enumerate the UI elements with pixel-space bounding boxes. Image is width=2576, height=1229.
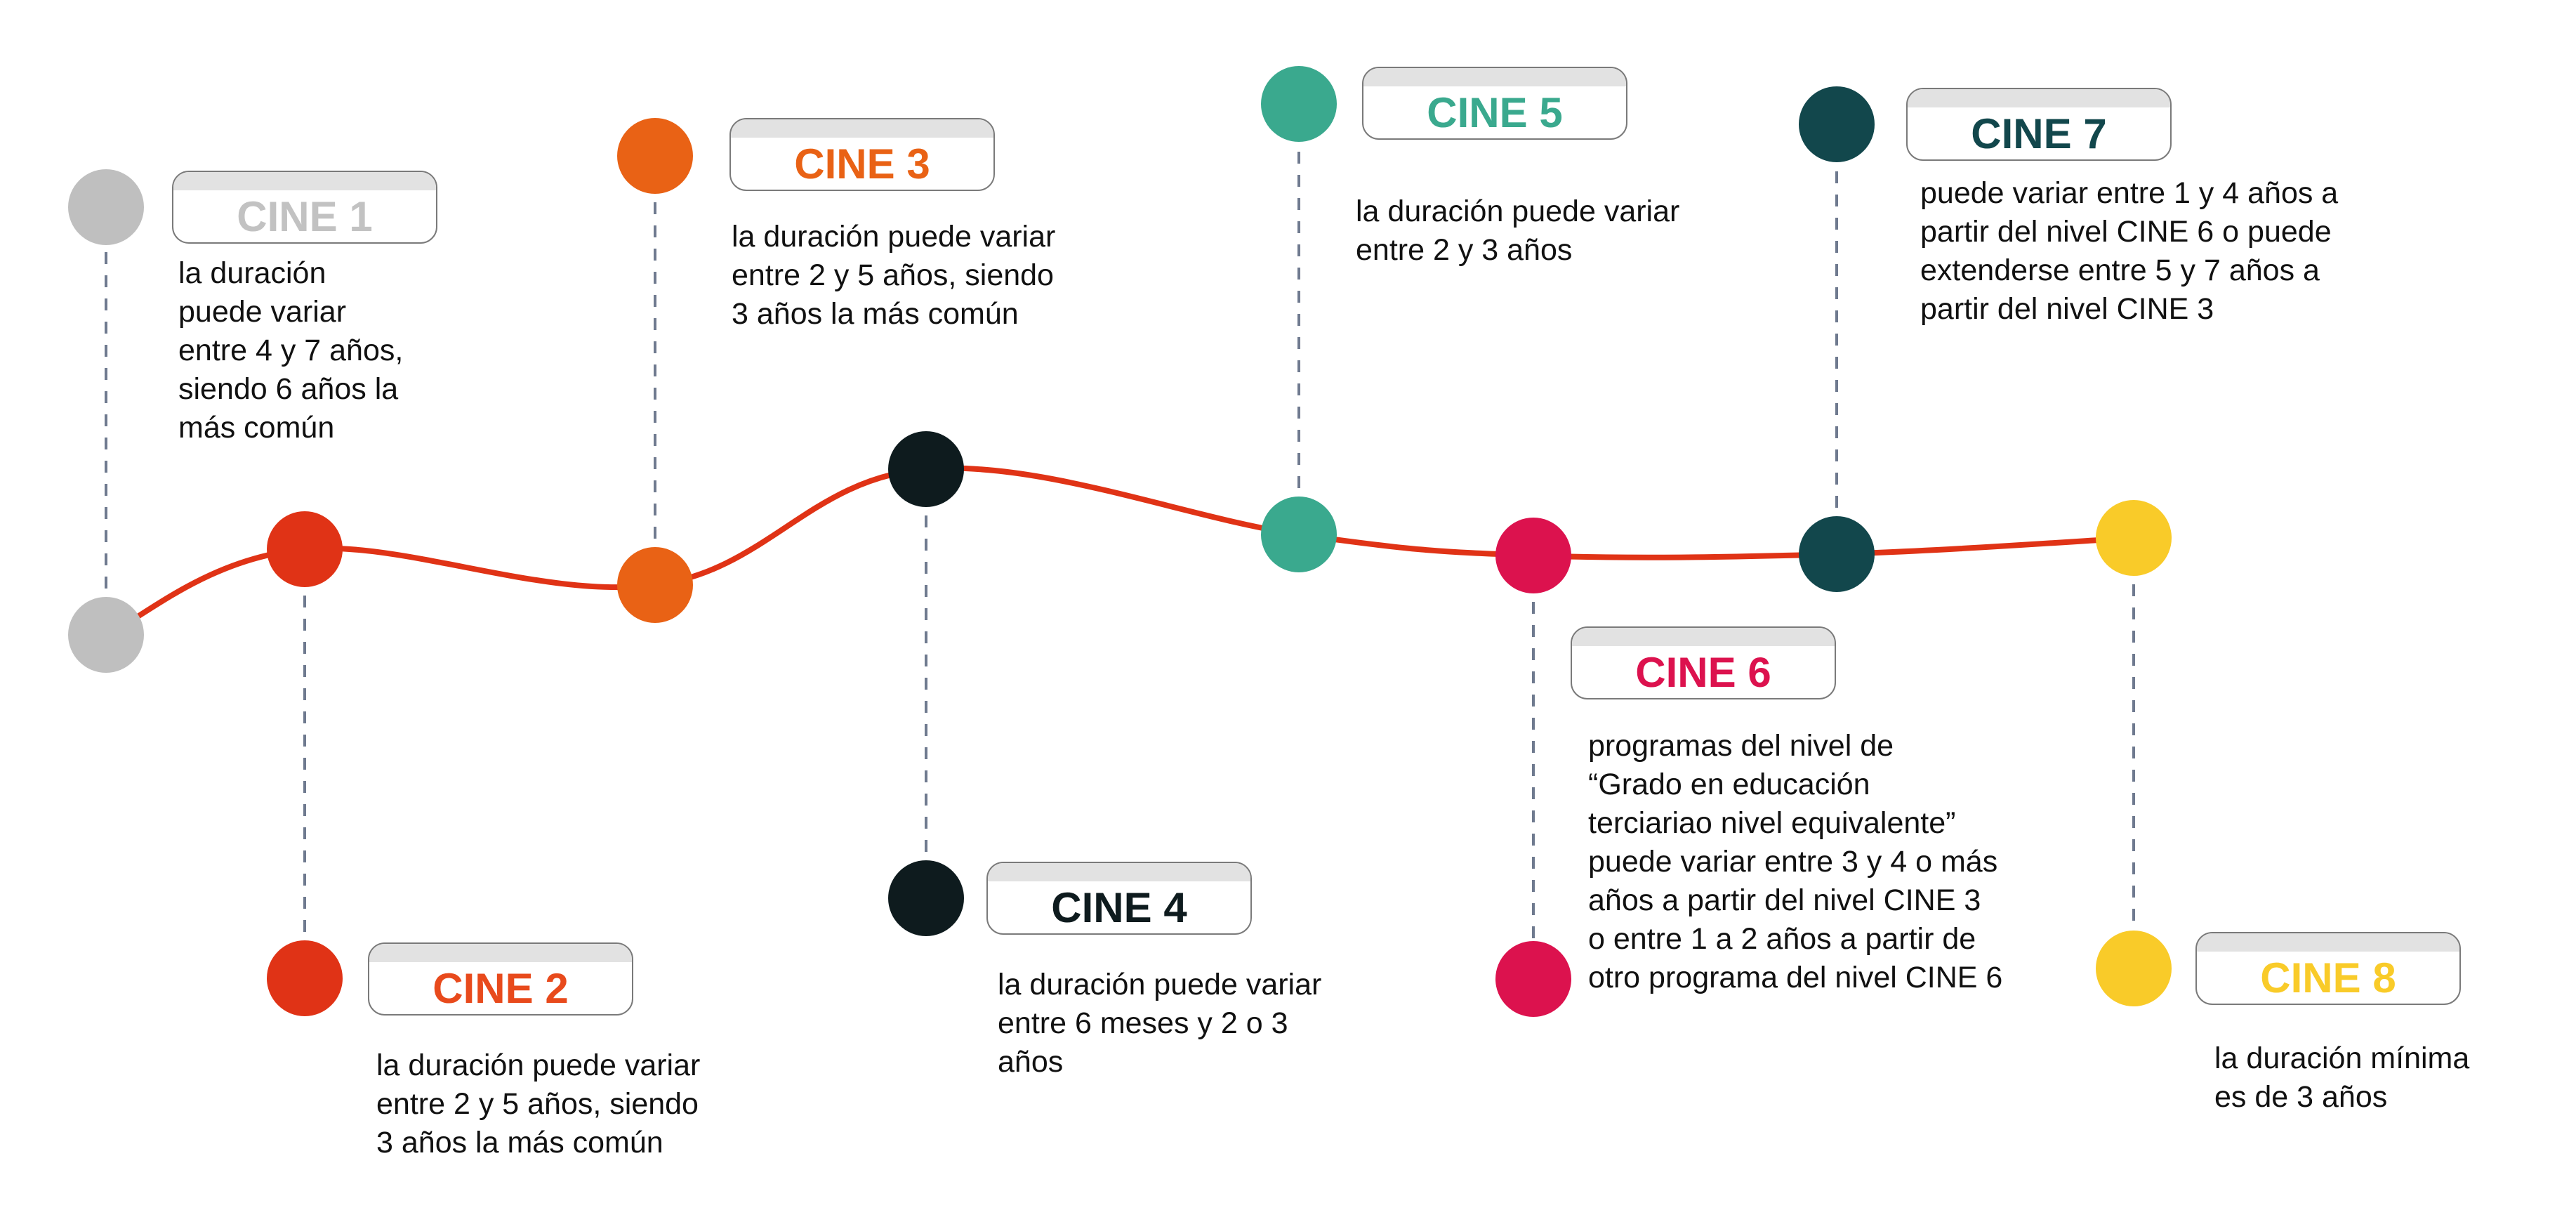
line-dot-cine5 [1261, 497, 1337, 572]
label-box-cine8: CINE 8 [2195, 932, 2461, 1005]
description-cine5: la duración puede variar entre 2 y 3 año… [1356, 195, 1680, 267]
label-box-cine5: CINE 5 [1362, 67, 1627, 140]
line-dot-cine1 [68, 597, 144, 673]
level-label-cine4: CINE 4 [1051, 883, 1187, 931]
line-dot-cine6 [1495, 518, 1571, 593]
line-dot-cine3 [617, 547, 693, 623]
label-dot-cine2 [267, 940, 343, 1016]
level-label-cine7: CINE 7 [1971, 110, 2107, 157]
label-strip [1908, 89, 2170, 107]
description-cine2: la duración puede variar entre 2 y 5 año… [376, 1049, 701, 1159]
label-box-cine7: CINE 7 [1906, 88, 2172, 161]
label-dot-cine7 [1799, 86, 1875, 162]
line-dot-cine8 [2096, 500, 2172, 576]
label-dot-cine3 [617, 118, 693, 194]
label-strip [1572, 628, 1835, 646]
description-cine7: puede variar entre 1 y 4 años a partir d… [1920, 176, 2339, 326]
label-dot-cine5 [1261, 66, 1337, 142]
trend-line [103, 465, 2136, 638]
level-label-cine2: CINE 2 [432, 964, 569, 1012]
label-dot-cine4 [888, 860, 964, 936]
label-box-cine3: CINE 3 [729, 118, 995, 191]
level-label-cine3: CINE 3 [794, 140, 930, 188]
level-label-cine1: CINE 1 [237, 192, 373, 240]
line-dot-cine2 [267, 511, 343, 587]
label-box-cine6: CINE 6 [1571, 626, 1836, 699]
level-label-cine8: CINE 8 [2260, 954, 2396, 1001]
label-box-cine2: CINE 2 [368, 942, 633, 1016]
description-cine6: programas del nivel de “Grado en educaci… [1588, 729, 2003, 994]
description-cine8: la duración mínima es de 3 años [2214, 1041, 2470, 1114]
description-cine3: la duración puede variar entre 2 y 5 año… [732, 220, 1056, 331]
description-cine4: la duración puede variar entre 6 meses y… [998, 968, 1322, 1079]
level-label-cine5: CINE 5 [1427, 88, 1563, 136]
line-dot-cine4 [888, 431, 964, 507]
description-cine1: la duración puede variar entre 4 y 7 año… [178, 256, 404, 445]
dots-layer [68, 66, 2172, 1017]
label-strip [2197, 933, 2459, 952]
label-box-cine1: CINE 1 [172, 171, 437, 244]
label-strip [173, 172, 436, 190]
level-label-cine6: CINE 6 [1635, 648, 1771, 696]
label-dot-cine6 [1495, 941, 1571, 1017]
label-strip [369, 944, 632, 962]
connectors-layer [105, 104, 2135, 979]
label-strip [1363, 68, 1626, 86]
label-strip [731, 119, 993, 138]
label-dot-cine8 [2096, 931, 2172, 1006]
label-strip [988, 863, 1250, 881]
label-dot-cine1 [68, 169, 144, 245]
label-box-cine4: CINE 4 [986, 862, 1252, 935]
line-dot-cine7 [1799, 516, 1875, 592]
